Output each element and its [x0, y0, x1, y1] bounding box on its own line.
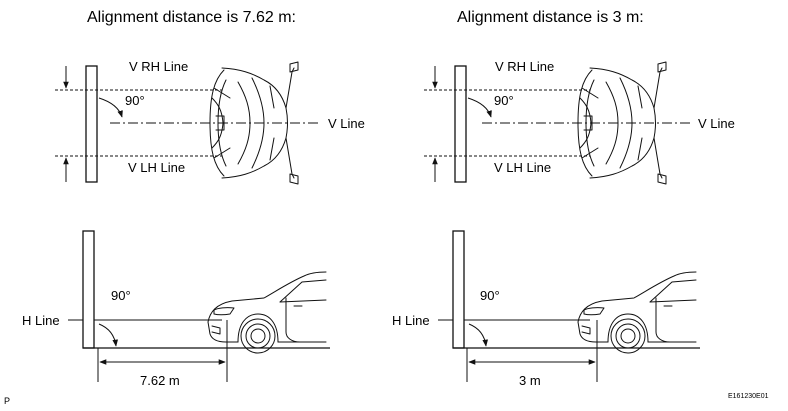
screen-wall: [85, 65, 98, 183]
angle-arrow: [467, 97, 492, 118]
top-view-diagram: V RH Line V LH Line V Line 90°: [55, 59, 365, 185]
angle-arrow: [468, 323, 488, 347]
side-view-diagram: H Line 90° 3 m: [392, 230, 700, 388]
top-view-diagram: V RH Line V LH Line V Line 90°: [424, 59, 735, 185]
page-marker: P: [4, 396, 10, 406]
v-line-label: V Line: [698, 116, 735, 131]
v-lh-line-label: V LH Line: [128, 160, 185, 175]
panel-title: Alignment distance is 3 m:: [457, 9, 644, 26]
distance-label: 7.62 m: [140, 373, 180, 388]
h-line-label: H Line: [22, 313, 60, 328]
screen-wall: [82, 230, 95, 349]
side-view-diagram: H Line 90° 7.62 m: [22, 230, 330, 388]
angle-label: 90°: [480, 288, 500, 303]
car-side-view: [207, 271, 327, 354]
v-lh-line-label: V LH Line: [494, 160, 551, 175]
panel-title: Alignment distance is 7.62 m:: [87, 9, 296, 26]
v-line-label: V Line: [328, 116, 365, 131]
angle-arrow: [98, 323, 118, 347]
angle-label: 90°: [111, 288, 131, 303]
angle-label: 90°: [125, 93, 145, 108]
angle-label: 90°: [494, 93, 514, 108]
v-rh-line-label: V RH Line: [495, 59, 554, 74]
h-line-label: H Line: [392, 313, 430, 328]
figure-code: E161230E01: [728, 393, 769, 400]
screen-wall: [452, 230, 465, 349]
v-rh-line-label: V RH Line: [129, 59, 188, 74]
car-side-view: [577, 271, 697, 354]
distance-label: 3 m: [519, 373, 541, 388]
angle-arrow: [98, 97, 123, 118]
screen-wall: [454, 65, 467, 183]
